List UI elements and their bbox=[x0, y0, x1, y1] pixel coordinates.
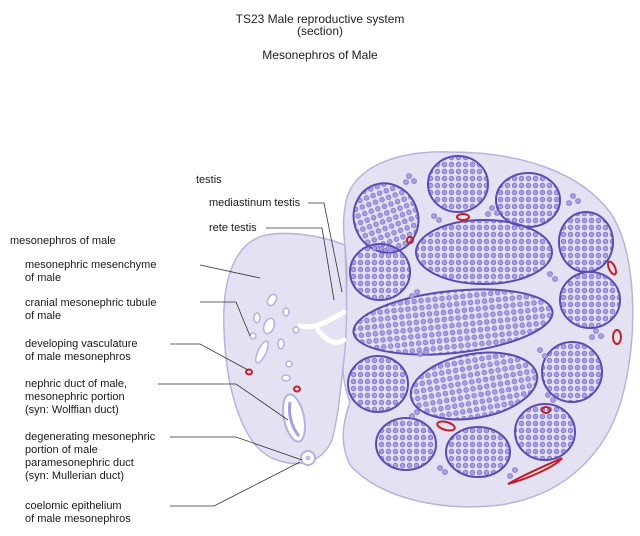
blood-vessels bbox=[245, 213, 622, 485]
leader-rete bbox=[266, 227, 335, 301]
testis-cords bbox=[347, 155, 621, 478]
leader-mediastinum bbox=[308, 202, 343, 293]
testis-cord bbox=[352, 288, 554, 356]
leader-mesenchyme bbox=[199, 264, 261, 279]
leader-lines bbox=[158, 202, 343, 507]
testis-cord bbox=[375, 417, 437, 471]
testis-cord bbox=[349, 243, 411, 301]
mesonephros-body bbox=[223, 232, 348, 465]
subtitle: Mesonephros of Male bbox=[262, 48, 378, 62]
leader-degen bbox=[170, 436, 303, 461]
rete-testis bbox=[297, 309, 347, 345]
label-rete-testis: rete testis bbox=[209, 222, 257, 234]
testis-cord bbox=[347, 355, 409, 413]
testis-cord bbox=[558, 211, 614, 273]
nephric-duct bbox=[282, 393, 306, 443]
title-line-1: TS23 Male reproductive system bbox=[235, 12, 405, 26]
label-mediastinum-testis: mediastinum testis bbox=[209, 197, 301, 209]
title-line-2: (section) bbox=[296, 24, 343, 38]
testis-cord bbox=[415, 219, 553, 285]
leader-coelomic bbox=[170, 461, 301, 507]
testis-cord bbox=[541, 341, 603, 403]
testis-cord bbox=[427, 155, 489, 213]
leader-tubule bbox=[200, 301, 251, 337]
testis-cord bbox=[445, 426, 511, 478]
testis-cord bbox=[409, 351, 539, 421]
testis-cord bbox=[514, 403, 576, 461]
paramesonephric-duct bbox=[300, 450, 316, 466]
label-mesonephros: mesonephros of male bbox=[10, 235, 116, 247]
interstitial-cells bbox=[403, 173, 604, 479]
leader-nephric bbox=[158, 383, 289, 421]
testis-cord bbox=[495, 172, 561, 228]
label-testis: testis bbox=[196, 174, 222, 186]
mesonephric-tubules bbox=[249, 293, 300, 382]
leader-vasculature bbox=[170, 343, 249, 371]
label-nephric-duct: nephric duct of male,mesonephric portion… bbox=[25, 378, 128, 416]
testis-cord bbox=[559, 271, 621, 329]
